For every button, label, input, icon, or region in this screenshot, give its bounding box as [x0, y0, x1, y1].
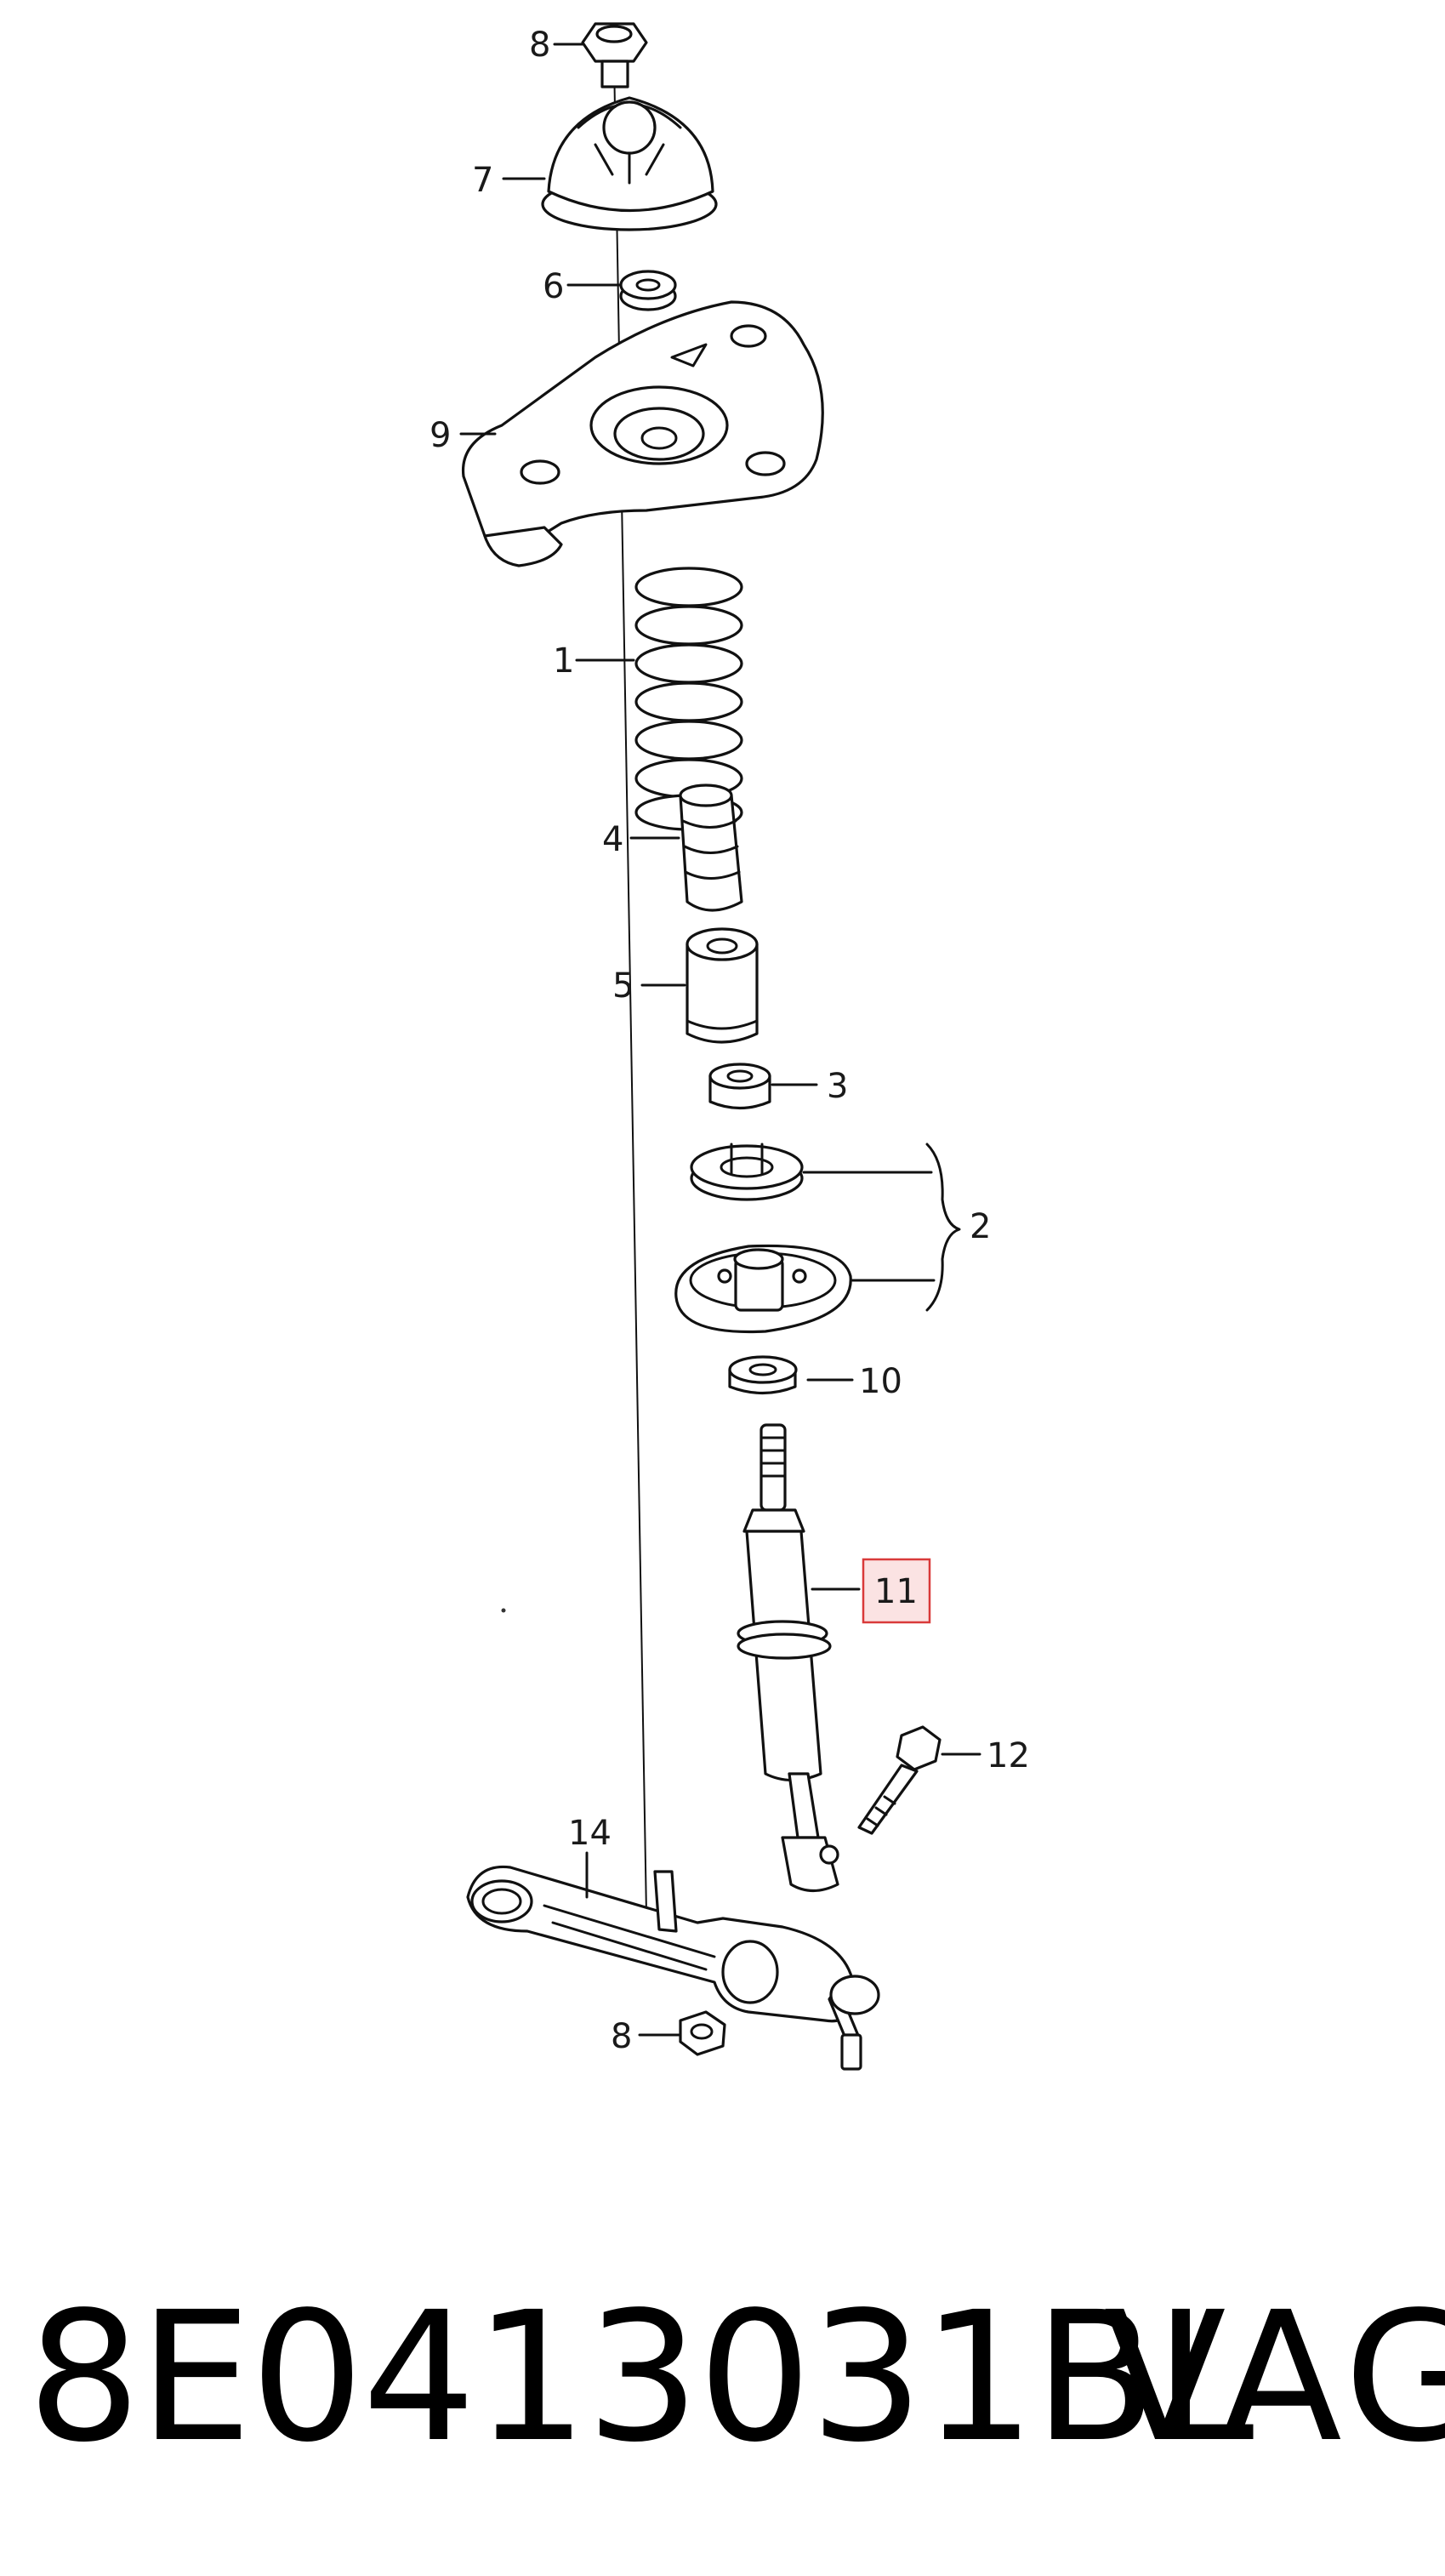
shock-absorber-part [737, 1423, 839, 1893]
callout-7: 7 [472, 161, 493, 200]
bracket-2 [925, 1143, 961, 1312]
part-number-label: 8E0413031BL [27, 2273, 1254, 2482]
brand-label: VAG [1104, 2273, 1445, 2482]
bottom-nut-part [679, 2010, 726, 2056]
callout-8-bottom: 8 [611, 2017, 632, 2056]
dust-boot-part [686, 927, 759, 1044]
callout-12: 12 [987, 1736, 1030, 1775]
top-nut-part [581, 22, 648, 88]
exploded-suspension-diagram: 8 7 6 9 1 4 5 3 2 10 11 12 14 8 [430, 22, 1030, 2071]
bump-stop-part [679, 784, 743, 912]
strut-nut-part [708, 1063, 771, 1110]
lower-bushing-part [728, 1355, 798, 1395]
callout-11: 11 [874, 1572, 918, 1611]
callout-6: 6 [543, 267, 564, 306]
callout-14: 14 [568, 1814, 612, 1853]
spring-seat-lower-part [674, 1244, 852, 1334]
stray-dot [501, 1608, 506, 1613]
callout-5: 5 [612, 966, 634, 1006]
callout-4: 4 [602, 820, 623, 859]
callout-10: 10 [859, 1362, 902, 1401]
spring-seat-upper-part [690, 1143, 804, 1201]
callout-8-top: 8 [529, 26, 550, 65]
callout-1: 1 [553, 641, 574, 681]
control-arm-part [466, 1865, 880, 2071]
strut-mount-bracket-part [461, 300, 824, 567]
callout-11-highlight [862, 1558, 931, 1624]
callout-9: 9 [430, 416, 451, 455]
top-mount-part [541, 96, 718, 231]
bolt-part [857, 1725, 942, 1835]
callout-2: 2 [970, 1207, 991, 1246]
callout-3: 3 [827, 1067, 848, 1106]
upper-bushing-part [619, 270, 677, 311]
